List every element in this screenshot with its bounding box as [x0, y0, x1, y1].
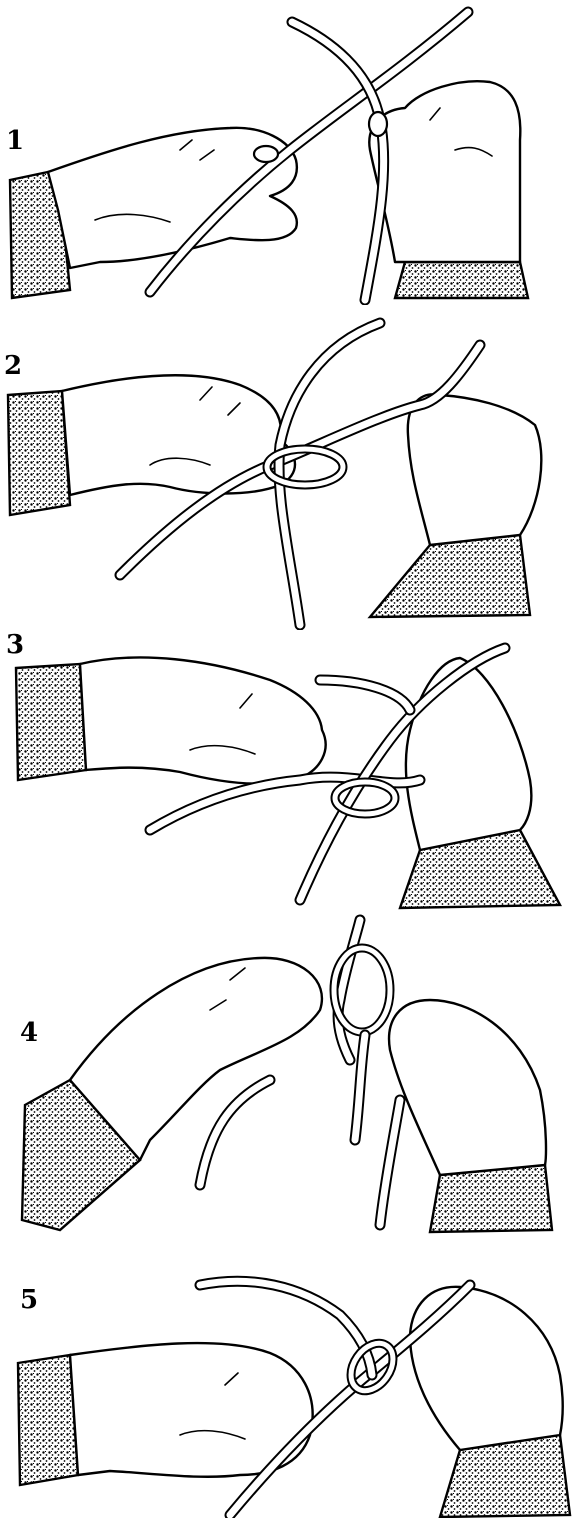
step-5-illustration — [0, 1235, 574, 1518]
step-3-illustration — [0, 630, 574, 910]
step-1-panel: 1 — [0, 0, 574, 305]
step-3-panel: 3 — [0, 630, 574, 910]
step-1-illustration — [0, 0, 574, 305]
step-4-illustration — [0, 910, 574, 1235]
step-5-panel: 5 — [0, 1235, 574, 1518]
step-2-panel: 2 — [0, 305, 574, 630]
step-2-illustration — [0, 305, 574, 630]
step-4-panel: 4 — [0, 910, 574, 1235]
